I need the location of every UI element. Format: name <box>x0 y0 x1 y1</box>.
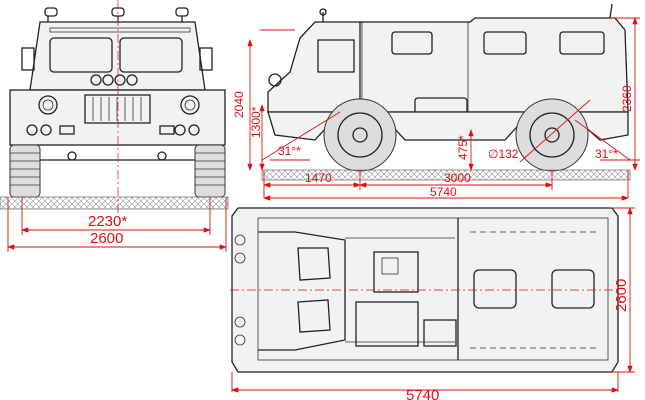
side-window-1 <box>317 39 355 73</box>
front-windshield-left <box>49 37 113 73</box>
front-ground <box>0 196 229 210</box>
dim-front-overall-width: 2600 <box>90 230 123 247</box>
top-hatch-rear-left <box>473 269 517 309</box>
front-wheel-left <box>9 144 41 198</box>
dim-ground-clearance: 475* <box>456 135 470 160</box>
dim-overall-length: 5740 <box>430 185 457 199</box>
top-hatch-mid <box>355 301 419 347</box>
front-windshield-right <box>119 37 183 73</box>
side-view: 1470 3000 5740 2040 1300* 2360 475* 31°*… <box>232 3 640 201</box>
top-hatch-front <box>373 251 419 293</box>
dim-front-track-width: 2230* <box>88 213 127 230</box>
dim-top-width: 2600 <box>613 279 630 312</box>
side-ground <box>261 169 631 181</box>
dim-wheelbase: 3000 <box>444 171 471 185</box>
top-seat-front-left <box>297 247 331 281</box>
front-wheel-right <box>194 144 226 198</box>
dim-approach-angle: 31°* <box>278 144 301 158</box>
front-light-cluster <box>90 74 138 86</box>
dim-tyre-diameter: ∅132 <box>488 147 519 161</box>
dim-departure-angle: 31°* <box>595 147 618 161</box>
roof-lights <box>44 7 189 22</box>
dim-front-overhang: 1470 <box>305 171 332 185</box>
top-view: 2600 5740 <box>230 207 635 400</box>
side-window-4 <box>559 31 605 55</box>
dim-top-length: 5740 <box>406 387 439 400</box>
side-window-3 <box>483 31 527 55</box>
side-cab <box>267 21 361 113</box>
top-hatch-rear-right <box>551 269 595 309</box>
side-wheel-rear <box>515 98 589 172</box>
top-hatch-mid-2 <box>423 319 457 347</box>
headlight-right <box>180 95 200 115</box>
side-wheel-front <box>323 98 397 172</box>
dim-overall-height: 2360 <box>620 85 634 112</box>
front-bumper-body <box>9 89 226 146</box>
headlight-left <box>38 95 58 115</box>
front-grille <box>84 94 151 124</box>
side-window-2 <box>391 31 433 55</box>
front-view: 2230* 2600 <box>0 0 229 252</box>
top-seat-front-right <box>297 299 331 333</box>
dim-roof-height: 2040 <box>232 91 246 118</box>
dim-body-height: 1300* <box>249 106 263 138</box>
